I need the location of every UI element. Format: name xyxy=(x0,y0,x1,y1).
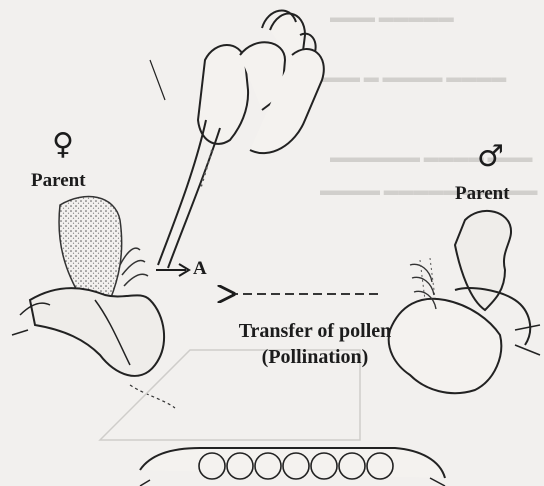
male-parent-label: Parent xyxy=(455,183,510,205)
seed-pod xyxy=(140,448,445,486)
female-parent-flower xyxy=(12,197,175,408)
male-parent-flower xyxy=(389,211,540,393)
transfer-of-pollen-label: Transfer of pollen (Pollination) xyxy=(225,318,405,370)
transfer-line-2: (Pollination) xyxy=(225,344,405,370)
female-symbol-icon: ♀ xyxy=(52,130,74,160)
female-parent-label: Parent xyxy=(31,170,86,192)
hand-drawing xyxy=(198,11,324,154)
male-symbol-icon: ♂ xyxy=(477,142,504,172)
a-pointer-arrow xyxy=(156,264,189,276)
transfer-line-1: Transfer of pollen xyxy=(225,318,405,344)
arrow-a-label: A xyxy=(193,258,207,280)
